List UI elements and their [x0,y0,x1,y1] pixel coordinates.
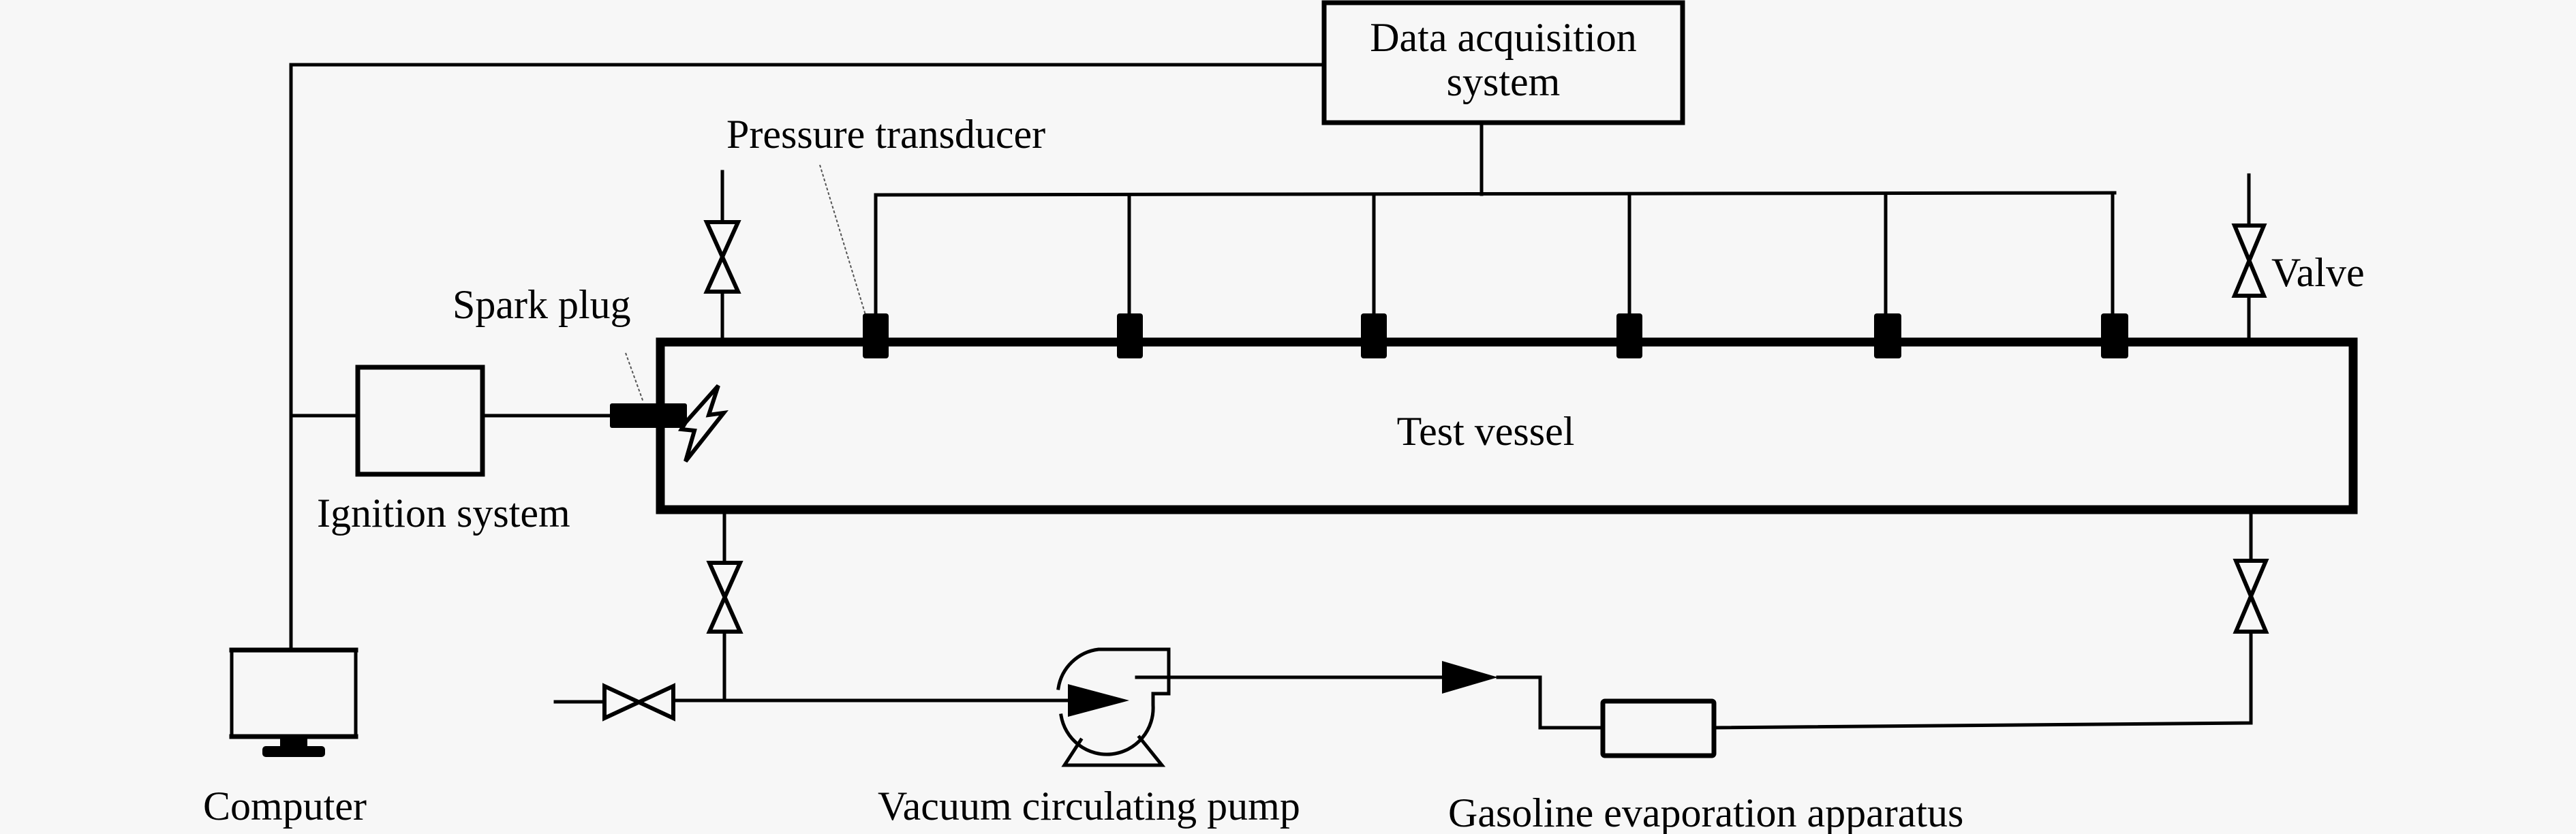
transducer-drops [874,191,2115,319]
valve-bottom-right [2233,510,2269,634]
valve-icon [2231,223,2267,298]
valve-icon [706,561,743,634]
valve-icon [602,683,675,722]
data-acquisition-box: Data acquisition system [1321,0,1685,125]
data-acquisition-label-line2: system [1447,59,1561,104]
return-pipe [1712,630,2253,730]
valve-label: Valve [2271,250,2365,295]
spark-plug-icon [610,403,687,428]
transducer-bus [874,191,2117,197]
valve-icon [2233,559,2269,634]
spark-plug-label: Spark plug [453,282,631,327]
vacuum-pump-label: Vacuum circulating pump [878,784,1300,829]
vacuum-pump-icon [1056,647,1178,767]
gasoline-apparatus-label: Gasoline evaporation apparatus [1448,790,1963,834]
test-vessel-label: Test vessel [1397,409,1575,454]
spark-lightning-icon [678,384,729,463]
gasoline-evaporation-box [1600,698,1717,758]
computer-label: Computer [203,784,367,829]
pressure-transducer-icon [1117,313,1143,358]
pressure-transducer-icon [2101,313,2128,358]
ignition-system-box [355,365,485,477]
valve-icon [703,220,741,294]
flow-arrow-icon [1442,661,1498,694]
pressure-transducer-icon [863,313,889,358]
spark-plug-leader [625,352,644,403]
pressure-transducer-icon [1616,313,1642,358]
computer-daq-wire [289,63,1324,651]
pressure-transducers [863,313,2128,358]
valve-top-right [2231,173,2267,343]
pressure-transducer-icon [1361,313,1387,358]
data-acquisition-label-line1: Data acquisition [1370,15,1637,60]
ignition-system-label: Ignition system [317,491,570,536]
pressure-transducer-leader [819,164,866,315]
valve-bottom-left [706,510,743,702]
pipe-to-evaporator [1496,675,1605,730]
computer-icon [229,647,358,757]
pressure-transducer-label: Pressure transducer [726,112,1045,157]
pressure-transducer-icon [1874,313,1901,358]
valve-top-left [703,170,741,343]
